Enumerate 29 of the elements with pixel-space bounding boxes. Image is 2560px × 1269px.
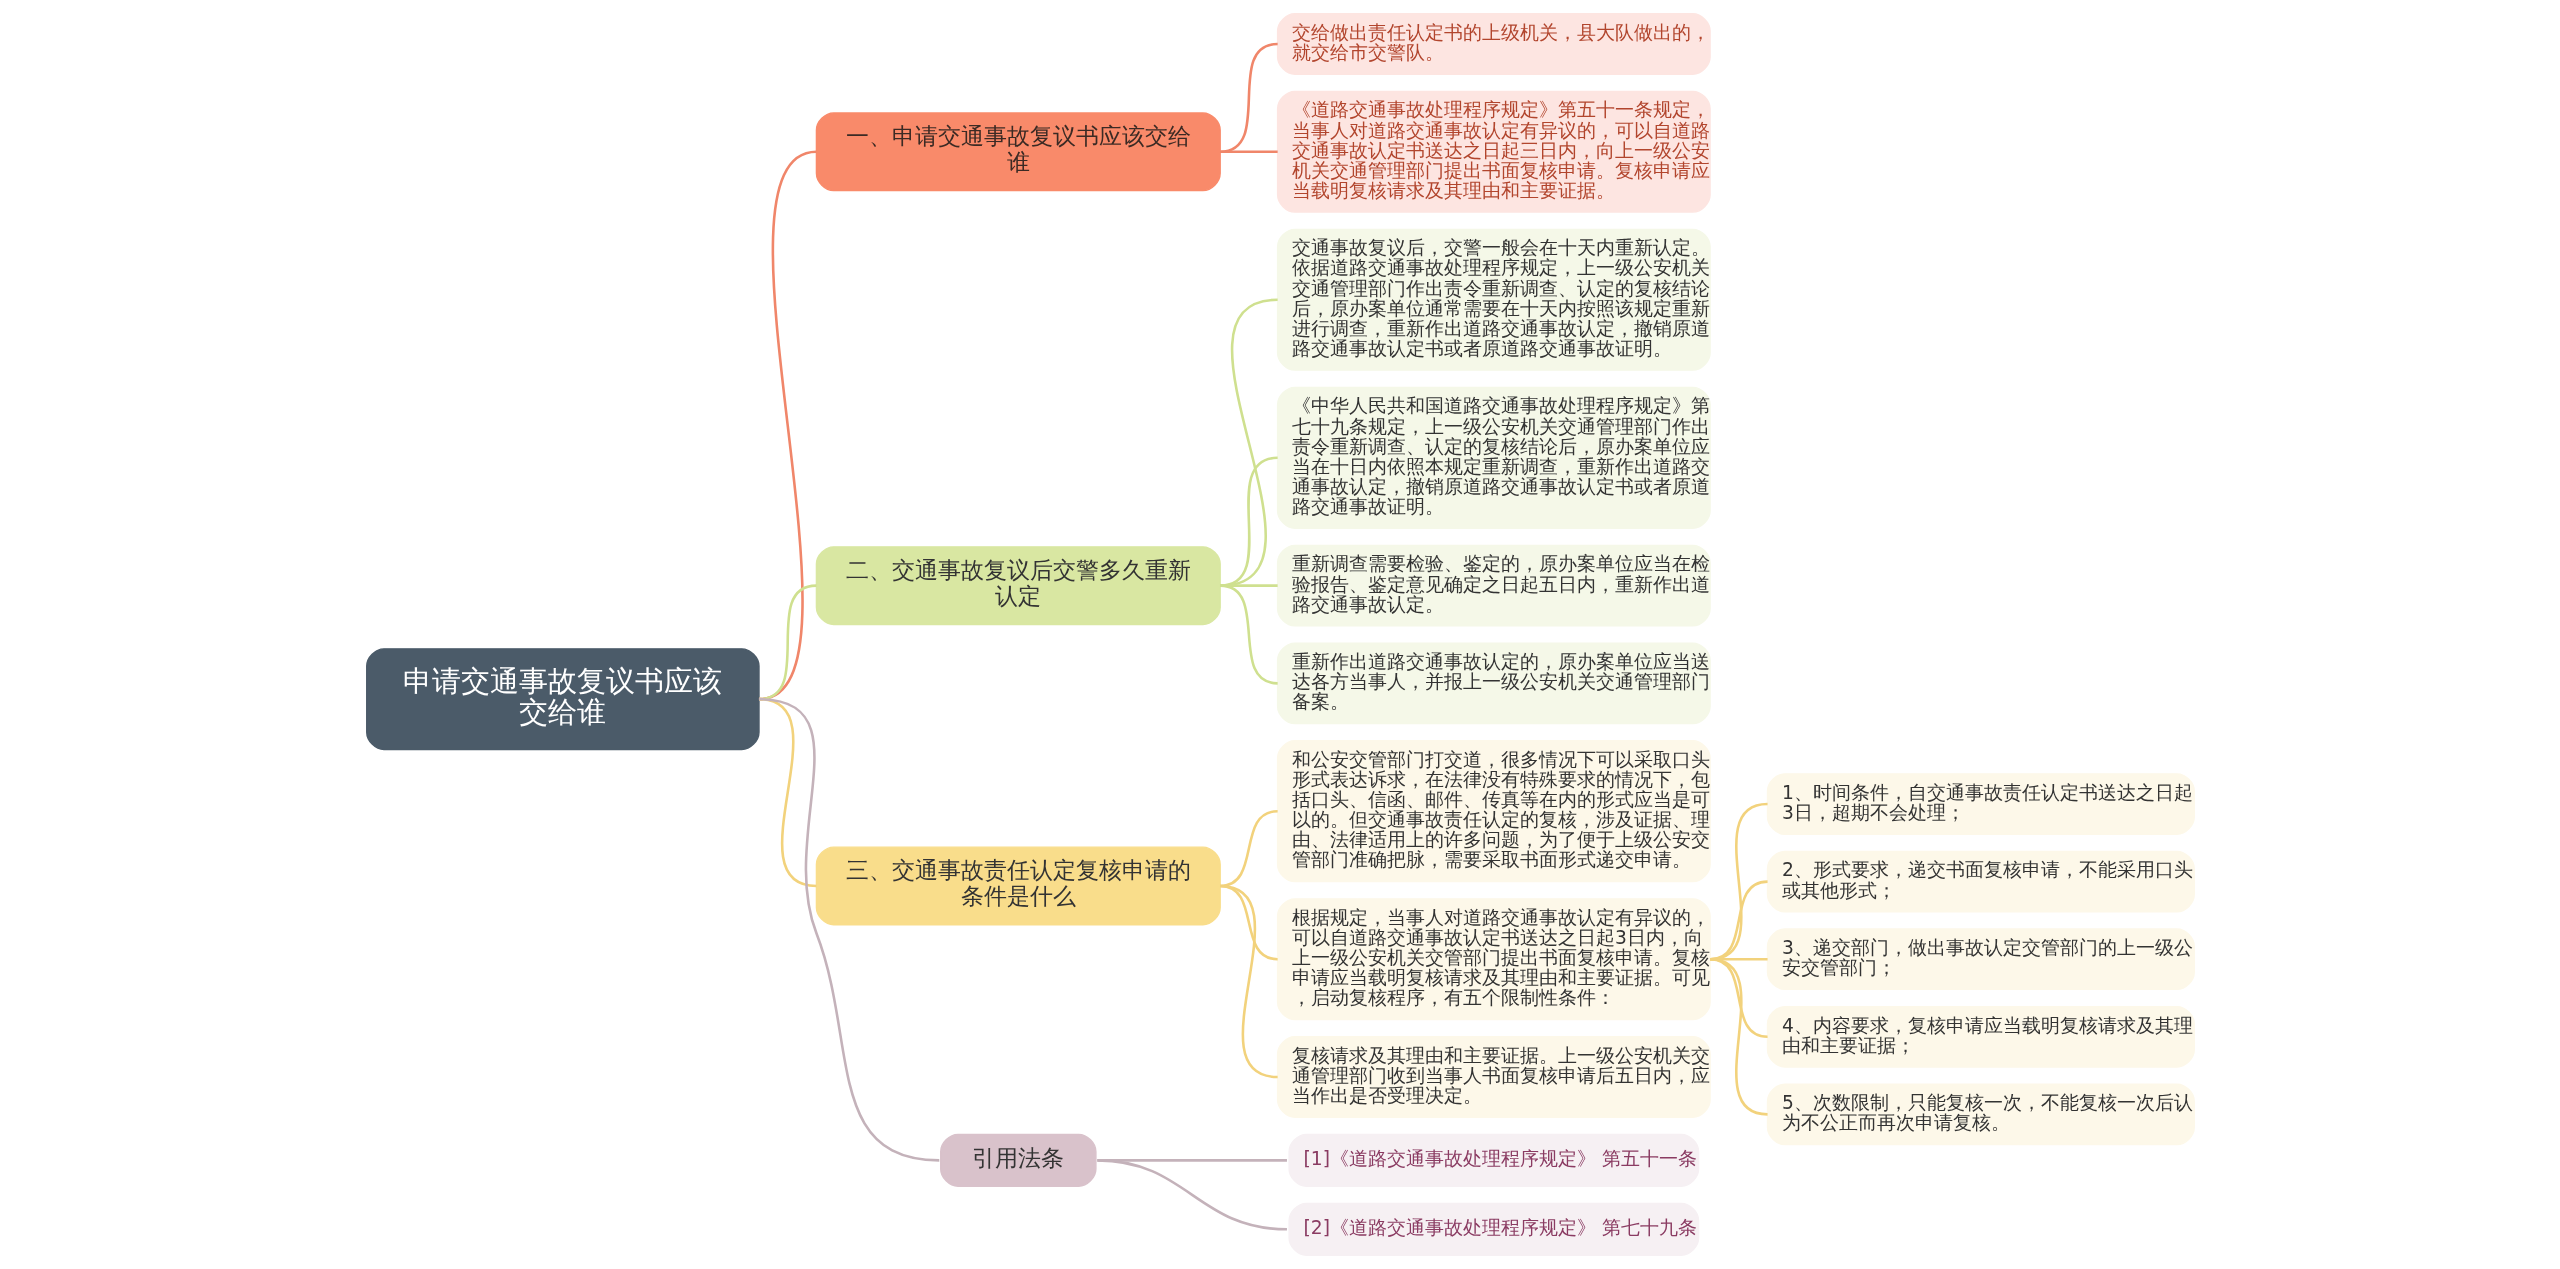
node-box: 复核请求及其理由和主要证据。上一级公安机关交通管理部门收到当事人书面复核申请后五日内，应当作出是否受理决定。	[1276, 1036, 1711, 1118]
node-box: 4、内容要求，复核申请应当载明复核请求及其理由和主要证据；	[1766, 1005, 2195, 1068]
node-box: 二、交通事故复议后交警多久重新认定	[815, 546, 1221, 626]
node-box: 申请交通事故复议书应该交给谁	[365, 648, 760, 751]
node-box: [1]《道路交通事故处理程序规定》 第五十一条	[1287, 1133, 1699, 1187]
node-box: 2、形式要求，递交书面复核申请，不能采用口头或其他形式；	[1766, 850, 2195, 913]
node-box: 《道路交通事故处理程序规定》第五十一条规定，当事人对道路交通事故认定有异议的，可以自道路交通事故认定书送达之日起三日内，向上一级公安机关交通管理部门提出书面复核申请。复核申请应当载明复核请求及其理由和主要证据。	[1276, 90, 1711, 213]
connector	[1219, 150, 1278, 154]
node-box: 3、递交部门，做出事故认定交管部门的上一级公安交管部门；	[1766, 928, 2195, 991]
node-box: 《中华人民共和国道路交通事故处理程序规定》第七十九条规定，上一级公安机关交通管理部门作出责令重新调查、认定的复核结论后，原办案单位应当在十日内依照本规定重新调查，重新作出道路交通事故认定，撤销原道路交通事故认定书或者原道路交通事故证明。	[1276, 386, 1711, 529]
node-box: 和公安交管部门打交道，很多情况下可以采取口头形式表达诉求，在法律没有特殊要求的情况下，包括口头、信函、邮件、传真等在内的形式应当是可以的。但交通事故责任认定的复核，涉及证据、理由、法律适用上的许多问题，为了便于上级公安交管部门准确把脉，需要采取书面形式递交申请。	[1276, 740, 1711, 883]
node-box: 5、次数限制，只能复核一次，不能复核一次后认为不公正而再次申请复核。	[1766, 1083, 2195, 1146]
connector	[1219, 809, 1278, 888]
node-box: 重新调查需要检验、鉴定的，原办案单位应当在检验报告、鉴定意见确定之日起五日内，重新作出道路交通事故认定。	[1276, 544, 1711, 627]
connector	[1709, 957, 1768, 1116]
node-box: 引用法条	[939, 1133, 1097, 1187]
node-box: [2]《道路交通事故处理程序规定》 第七十九条	[1287, 1202, 1699, 1256]
node-box: 交通事故复议后，交警一般会在十天内重新认定。依据道路交通事故处理程序规定，上一级公安机关交通管理部门作出责令重新调查、认定的复核结论后，原办案单位通常需要在十天内按照该规定重新进行调查，重新作出道路交通事故认定，撤销原道路交通事故认定书或者原道路交通事故证明。	[1276, 228, 1711, 371]
node-box: 一、申请交通事故复议书应该交给谁	[815, 112, 1221, 192]
connector	[1096, 1159, 1287, 1231]
node-box: 重新作出道路交通事故认定的，原办案单位应当送达各方当事人，并报上一级公安机关交通管理部门备案。	[1276, 642, 1711, 725]
connector	[1219, 584, 1278, 685]
node-box: 根据规定，当事人对道路交通事故认定有异议的，可以自道路交通事故认定书送达之日起3日内，向上一级公安机关交管部门提出书面复核申请。复核申请应当载明复核请求及其理由和主要证据。可见，启动复核程序，有五个限制性条件：	[1276, 898, 1711, 1021]
node-box: 1、时间条件，自交通事故责任认定书送达之日起3日，超期不会处理；	[1766, 773, 2195, 835]
node-box: 三、交通事故责任认定复核申请的条件是什么	[815, 846, 1221, 926]
node-box: 交给做出责任认定书的上级机关，县大队做出的，就交给市交警队。	[1276, 13, 1711, 75]
connector	[1219, 42, 1278, 154]
connector	[758, 697, 939, 1162]
connector	[1219, 884, 1278, 1079]
